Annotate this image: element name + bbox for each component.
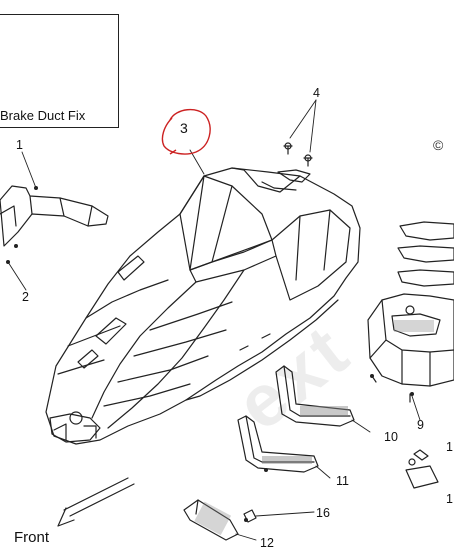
small-right-parts	[405, 449, 439, 489]
callout-2: 2	[22, 290, 29, 304]
callout-1: 1	[16, 138, 23, 152]
bolts-part	[283, 142, 313, 167]
copyright-symbol: ©	[433, 137, 444, 153]
strip-12	[183, 499, 239, 541]
callout-1-right-lower: 1	[446, 492, 453, 506]
leader-lines	[7, 99, 421, 541]
mesh-patterns	[194, 320, 434, 536]
bracket-11	[237, 415, 319, 473]
hood-part	[45, 167, 361, 445]
callout-12: 12	[260, 536, 274, 550]
inset-caption: Brake Duct Fix	[0, 108, 86, 123]
right-panels-part	[397, 221, 454, 287]
highlight-circle	[161, 109, 211, 155]
callout-9: 9	[417, 418, 424, 432]
bracket-10	[275, 365, 355, 427]
callout-1-right-upper: 1	[446, 440, 453, 454]
front-label: Front	[14, 529, 50, 546]
callout-16: 16	[316, 506, 330, 520]
callout-11: 11	[336, 474, 349, 488]
console-part	[367, 293, 454, 403]
dot-markers	[6, 186, 414, 522]
callout-4: 4	[313, 86, 320, 100]
callout-10: 10	[384, 430, 398, 444]
brake-duct-part	[0, 185, 109, 247]
inset-panel	[0, 14, 119, 128]
front-arrow	[57, 477, 135, 527]
callout-3: 3	[180, 120, 188, 136]
